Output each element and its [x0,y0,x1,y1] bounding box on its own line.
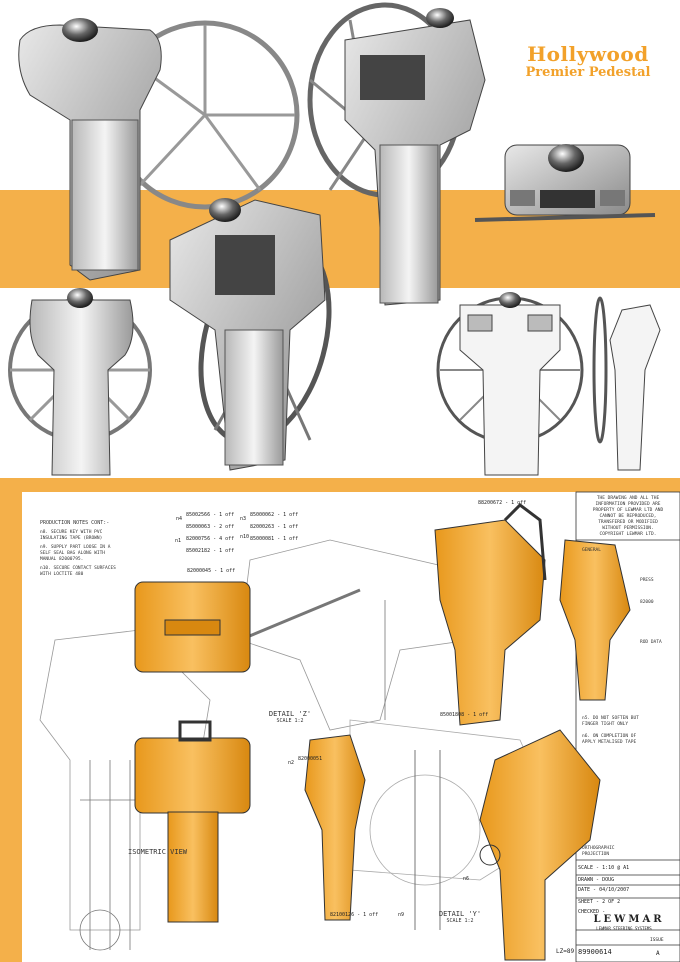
callout-n3: n3 [240,516,247,522]
part-label: 82000051 [298,756,323,762]
part-pedestal-main [434,503,547,726]
part-label: 88200672 - 1 off [478,500,527,506]
part-label: 82000756 - 4 off [186,536,235,542]
callout-n6: n6 [463,876,470,882]
render-pedestal-line-side [592,296,661,471]
part-label: 85000081 - 1 off [250,536,299,542]
part-pedestal-back [134,720,251,923]
right-note: APPLY METALISED TAPE [582,740,637,745]
title-premier-pedestal: Premier Pedestal [525,65,651,80]
issue-label: ISSUE [650,938,664,943]
title-block-date: DATE - 04/10/2007 [578,887,630,893]
production-note-10: n10. SECURE CONTACT SURFACES WITH LOCTIT… [40,566,116,577]
detail-y-scale: SCALE 1:2 [446,918,474,924]
render-pedestal-perspective-right [307,2,486,306]
detail-z-title: DETAIL 'Z' [268,710,312,718]
part-pedestal-profile [304,734,366,921]
right-note: 82000 [640,600,654,605]
production-note-9: n9. SUPPLY PART LOOSE IN A SELF SEAL BAG… [40,545,111,562]
isometric-view-label: ISOMETRIC VIEW [128,848,188,856]
callout-n9: n9 [398,912,405,918]
callout-n2: n2 [288,760,295,766]
render-pedestal-line-front [436,292,584,476]
issue-value: A [656,950,660,957]
detail-y-title: DETAIL 'Y' [438,910,482,918]
company-name: LEWMAR [593,914,665,925]
render-pedestal-front-left [8,288,152,476]
poster-title: Hollywood Premier Pedestal [496,43,680,81]
part-head-front [134,581,251,673]
title-block-checked: CHECKED - [578,909,606,915]
production-notes-header: PRODUCTION NOTES CONT:- [40,520,110,526]
right-note: PRESS [640,578,654,583]
callout-n10: n10 [240,534,250,540]
right-note: FINGER TIGHT ONLY [582,722,629,727]
part-label: 85002566 - 1 off [186,512,235,518]
title-block-sheet: SHEET - 2 OF 2 [578,899,621,905]
part-pedestal-iso-bottom [479,729,601,961]
part-label: 82000045 - 1 off [187,568,236,574]
part-label: 82000263 - 1 off [250,524,299,530]
title-block-scale: SCALE - 1:10 @ A1 [578,865,630,871]
side-code: LZ=89 [556,948,575,955]
right-note: n6. ON COMPLETION OF [582,734,637,739]
title-block-drawn: DRAWN - DOUG [578,877,615,883]
render-pedestal-perspective-left [18,18,300,281]
drawing-number: 89900614 [578,948,612,956]
part-label: 85002182 - 1 off [186,548,235,554]
production-note-8: n8. SECURE KEY WITH PVC INSULATING TAPE … [40,530,103,541]
company-subtitle: LEWMAR STEERING SYSTEMS [596,926,652,931]
callout-n4: n4 [176,516,183,522]
render-pedestal-front-small [474,144,656,222]
detail-z-label: DETAIL 'Z' SCALE 1:2 [255,710,325,724]
right-note: GENERAL [582,548,601,553]
part-label: 82100126 - 1 off [330,912,379,918]
copyright-notice: THE DRAWING AND ALL THE INFORMATION PROV… [592,496,664,537]
detail-y-label: DETAIL 'Y' SCALE 1:2 [425,910,495,924]
right-note: n5. DO NOT SOFTEN BUT [582,716,639,721]
projection-label: ORTHOGRAPHIC PROJECTION [582,846,615,857]
render-pedestal-center [169,198,332,471]
title-hollywood: Hollywood [527,42,649,66]
callout-n1: n1 [175,538,182,544]
part-label: 85000063 - 2 off [186,524,235,530]
right-note: ROD DATA [640,640,662,645]
part-label: 85001808 - 1 off [440,712,489,718]
part-pedestal-side [559,539,631,701]
detail-z-scale: SCALE 1:2 [276,718,304,724]
part-label: 85000062 - 1 off [250,512,299,518]
